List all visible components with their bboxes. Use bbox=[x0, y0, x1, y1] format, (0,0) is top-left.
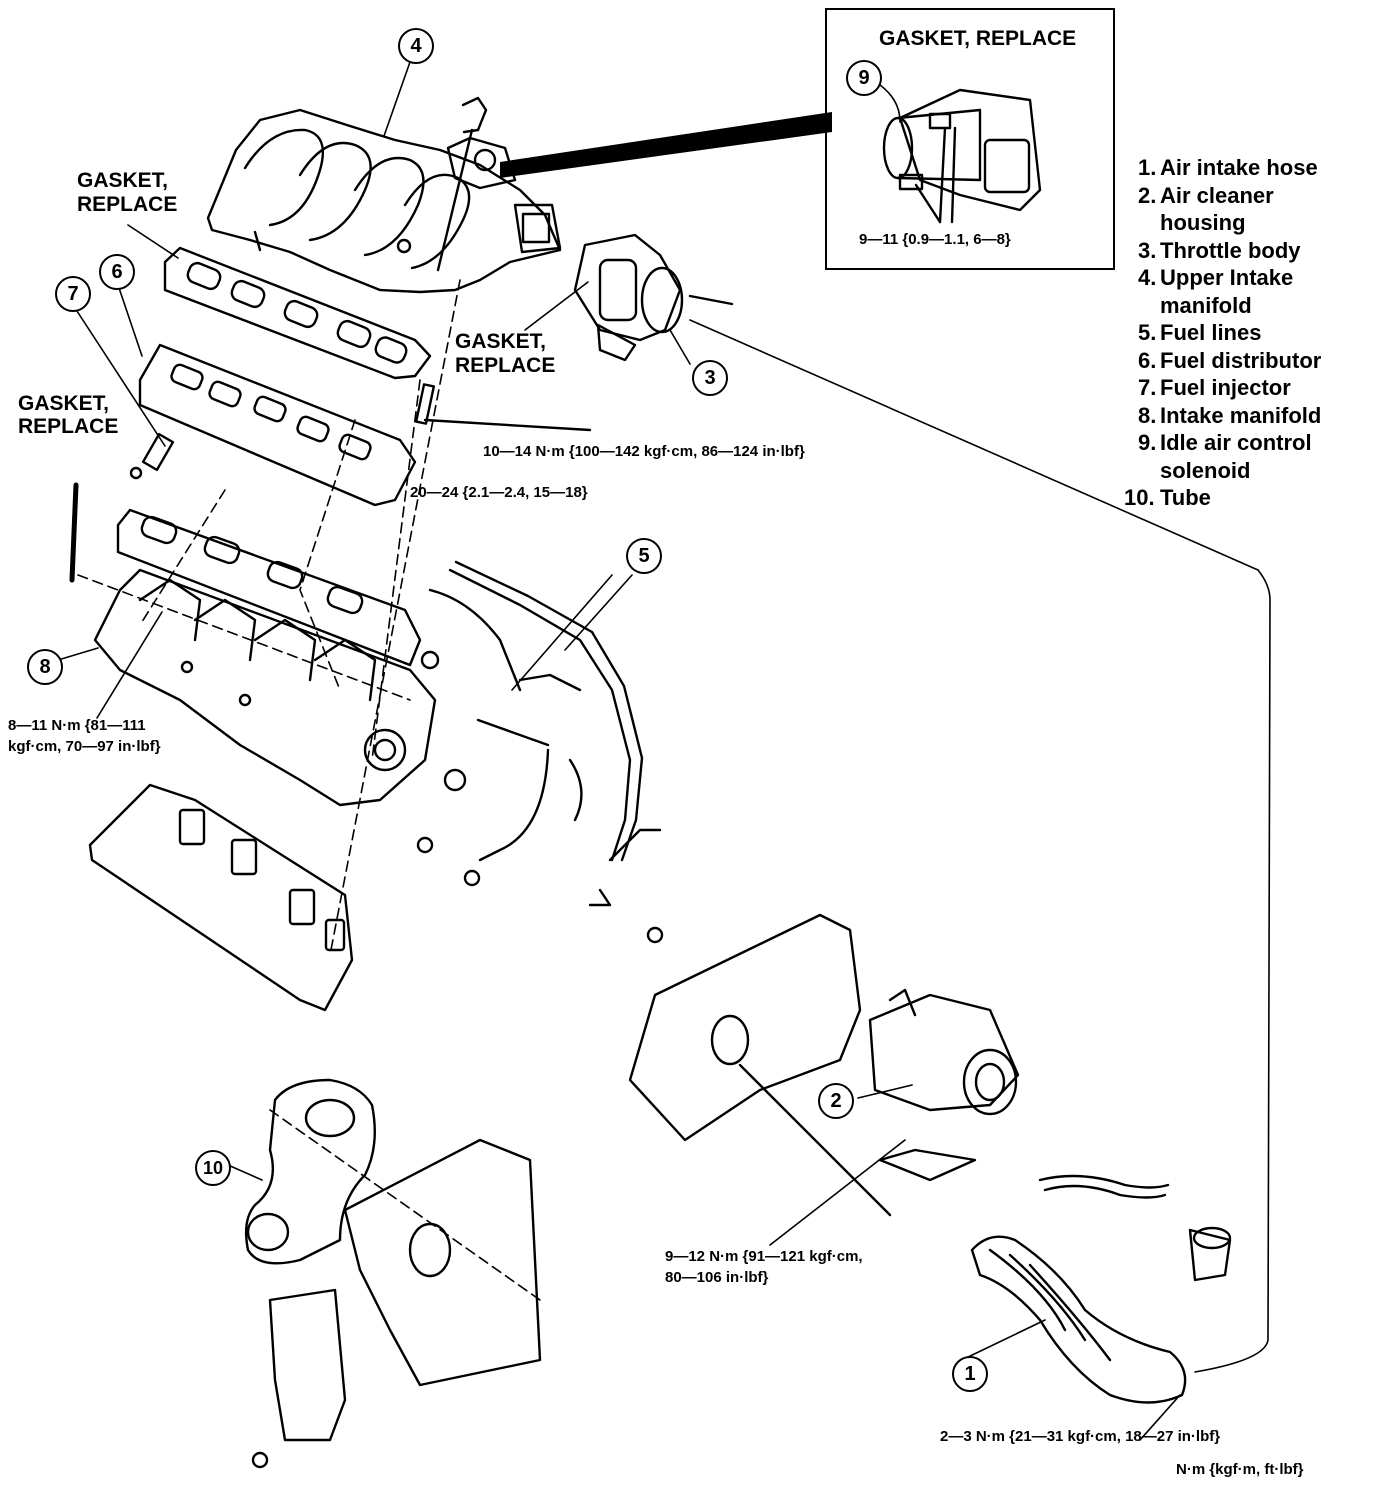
gasket-injector-label-line2: REPLACE bbox=[18, 415, 119, 438]
upper-gasket bbox=[163, 246, 432, 380]
legend-item-1: 1.Air intake hose bbox=[1138, 155, 1318, 180]
gasket-injector-label-line1: GASKET, bbox=[18, 392, 110, 415]
gasket-upper-label-line2: REPLACE bbox=[77, 193, 178, 216]
inset-torque-spec: 9—11 {0.9—1.1, 6—8} bbox=[859, 231, 1011, 248]
legend-item-8: 8.Intake manifold bbox=[1138, 402, 1322, 428]
intake-manifold-torque-line2: kgf·cm, 70—97 in·lbf} bbox=[8, 738, 161, 755]
gasket-replace-inset-label: GASKET, REPLACE bbox=[879, 27, 1077, 50]
air-cleaner-housing bbox=[628, 913, 1020, 1217]
callout-5: 5 bbox=[626, 538, 662, 574]
idle-air-control-inset-box bbox=[825, 8, 1115, 270]
fuel-distributor bbox=[138, 343, 592, 507]
legend-item-7: 7.Fuel injector bbox=[1138, 375, 1291, 400]
manifold-bottom-plate bbox=[88, 783, 354, 1012]
upper-intake-manifold bbox=[206, 96, 562, 294]
parts-legend: 1.Air intake hose 2.Air cleaner housing … bbox=[1124, 155, 1322, 510]
hose-torque-spec: 2—3 N·m {21—31 kgf·cm, 18—27 in·lbf} bbox=[940, 1428, 1221, 1445]
callout-1: 1 bbox=[952, 1356, 988, 1392]
fuel-lines bbox=[416, 560, 664, 944]
legend-item-2: 2.Air cleaner bbox=[1138, 182, 1274, 208]
callout-6: 6 bbox=[99, 254, 135, 290]
air-cleaner-torque-line2: 80—106 in·lbf} bbox=[665, 1269, 769, 1286]
throttle-body bbox=[573, 233, 734, 362]
callout-7: 7 bbox=[55, 276, 91, 312]
tube-assembly bbox=[244, 1078, 542, 1469]
callout-4: 4 bbox=[398, 28, 434, 64]
fuel-injector bbox=[129, 432, 175, 480]
intake-manifold bbox=[93, 568, 437, 807]
gasket-throttle-label-line1: GASKET, bbox=[455, 330, 547, 353]
gasket-throttle-label-line2: REPLACE bbox=[455, 354, 556, 377]
legend-item-6: 6.Fuel distributor bbox=[1138, 347, 1322, 373]
legend-item-5: 5.Fuel lines bbox=[1138, 320, 1262, 345]
air-cleaner-torque-line1: 9—12 N·m {91—121 kgf·cm, bbox=[665, 1248, 863, 1265]
legend-item-9: 9.Idle air control bbox=[1138, 430, 1312, 455]
callout-10: 10 bbox=[195, 1150, 231, 1186]
gasket-upper-label-line1: GASKET, bbox=[77, 169, 169, 192]
legend-item-10: 10.Tube bbox=[1124, 485, 1211, 510]
callout-9: 9 bbox=[846, 60, 882, 96]
callout-8: 8 bbox=[27, 649, 63, 685]
callout-2: 2 bbox=[818, 1083, 854, 1119]
distributor-torque-spec: 10—14 N·m {100—142 kgf·cm, 86—124 in·lbf… bbox=[483, 443, 805, 460]
fuel-lines-torque-spec: 20—24 {2.1—2.4, 15—18} bbox=[410, 484, 588, 501]
legend-item-3: 3.Throttle body bbox=[1138, 237, 1301, 263]
air-intake-hose bbox=[970, 1174, 1232, 1404]
units-note: N·m {kgf·m, ft·lbf} bbox=[1176, 1461, 1304, 1478]
legend-item-4: 4.Upper Intake bbox=[1138, 265, 1294, 290]
idle-air-control-inset bbox=[882, 88, 1042, 224]
intake-manifold-torque-line1: 8—11 N·m {81—111 bbox=[8, 717, 146, 734]
leader-lines bbox=[57, 61, 1271, 1441]
callout-3: 3 bbox=[692, 360, 728, 396]
lower-gasket bbox=[116, 508, 422, 667]
